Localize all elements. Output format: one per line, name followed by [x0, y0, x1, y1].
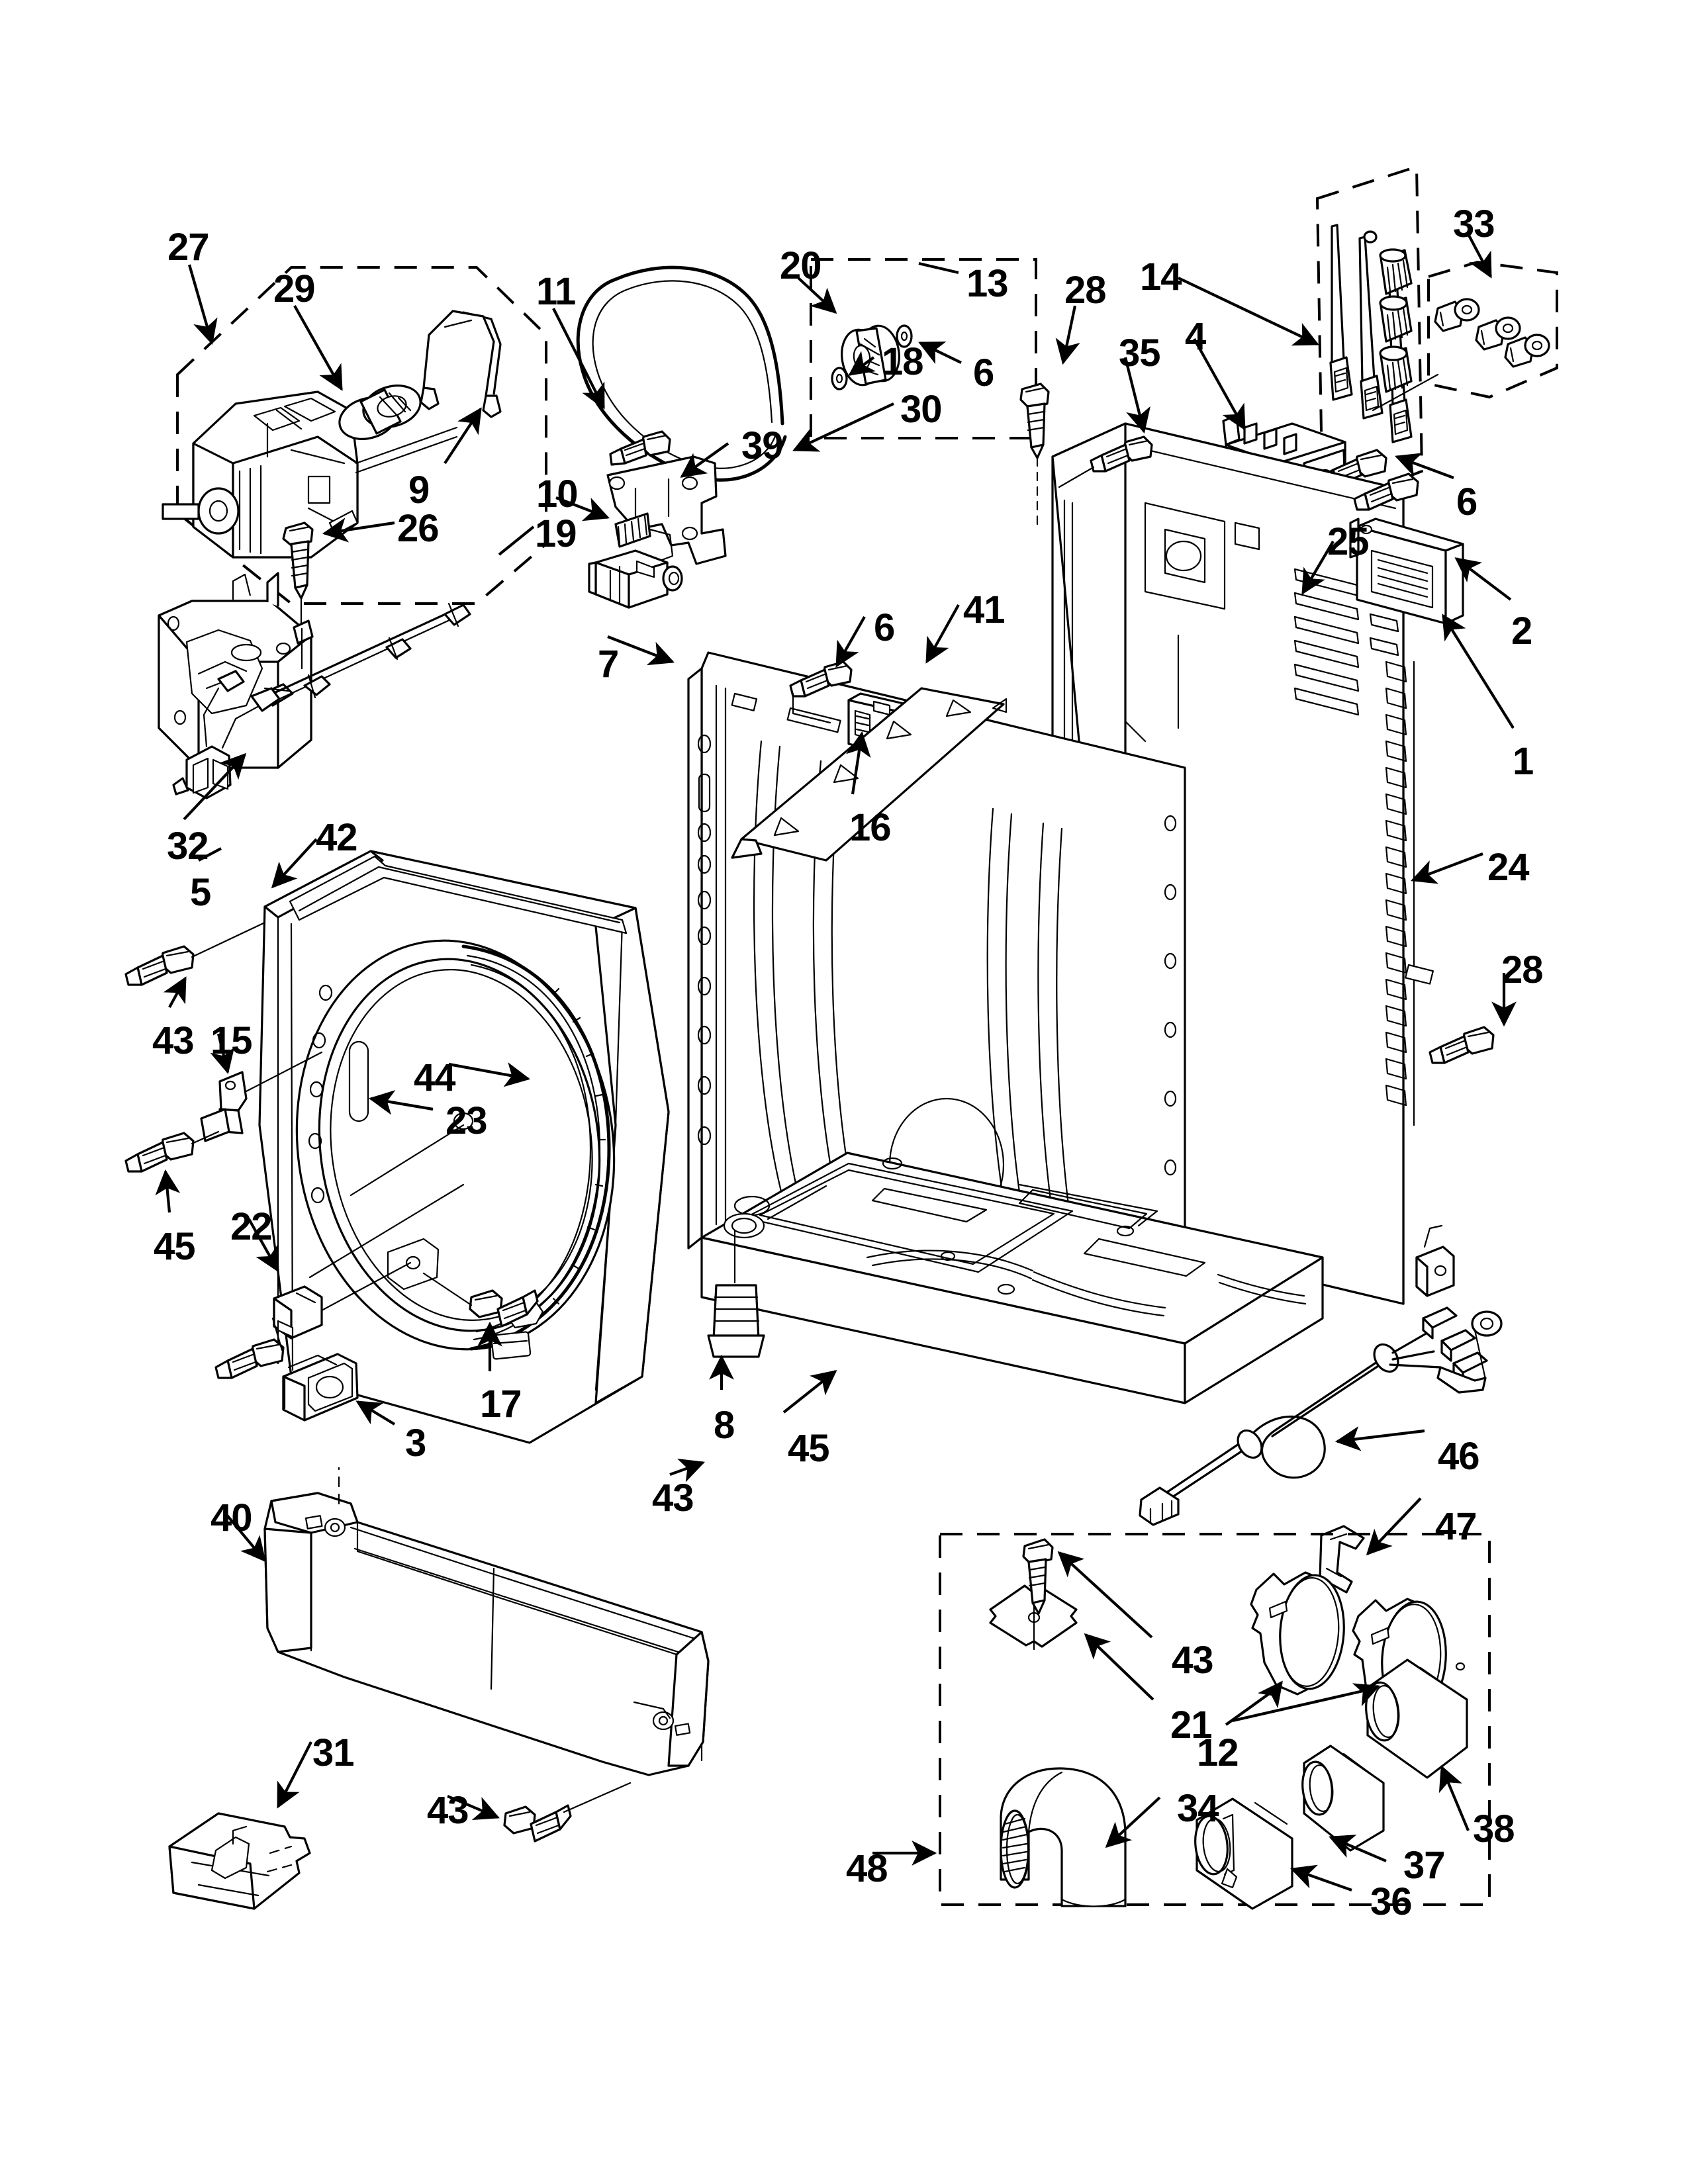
callout-12: 12 [1197, 1731, 1239, 1774]
callout-31: 31 [312, 1731, 355, 1774]
callout-25: 25 [1327, 520, 1370, 563]
cabinet-screw-28 [1429, 1026, 1495, 1064]
callout-45-b: 45 [788, 1427, 830, 1470]
door-switch [588, 549, 683, 609]
callout-18: 18 [882, 340, 924, 383]
exhaust-cover-screw [1022, 1538, 1054, 1615]
callout-24: 24 [1487, 846, 1530, 889]
callout-16: 16 [849, 806, 892, 849]
lower-panel-screw [503, 1782, 632, 1843]
cabinet-base [700, 1152, 1324, 1404]
callout-6-b: 6 [1456, 480, 1477, 523]
callout-7: 7 [598, 643, 619, 686]
door-strike-bracket [168, 1812, 311, 1910]
cabinet-top-fasteners [1019, 383, 1153, 528]
rear-bracket [1415, 1224, 1455, 1297]
callout-22: 22 [230, 1205, 273, 1248]
door-catch-22 [273, 1261, 412, 1340]
callout-36: 36 [1370, 1880, 1413, 1923]
callout-10: 10 [536, 473, 579, 516]
callout-39: 39 [741, 424, 784, 467]
callout-43-d: 43 [427, 1789, 469, 1832]
callout-47: 47 [1435, 1505, 1477, 1548]
leveling-leg [707, 1230, 765, 1358]
callout-43-c: 43 [1172, 1639, 1214, 1682]
callout-3: 3 [405, 1422, 426, 1465]
leader-lines [155, 231, 1517, 1891]
callout-2: 2 [1511, 610, 1532, 653]
callout-13: 13 [966, 262, 1009, 305]
callout-40: 40 [211, 1496, 253, 1539]
motor-pulley [338, 385, 422, 440]
drive-motor [162, 390, 359, 559]
callout-37: 37 [1403, 1844, 1446, 1887]
callout-4: 4 [1185, 315, 1206, 358]
callout-30: 30 [900, 388, 943, 431]
power-cord [1139, 1306, 1503, 1526]
motor-clamp-bracket [420, 310, 502, 418]
callout-45-a: 45 [154, 1225, 196, 1268]
idler-bracket-screw [609, 430, 671, 466]
callout-9: 9 [408, 469, 430, 512]
callout-35: 35 [1119, 332, 1161, 375]
callout-6-c: 6 [874, 606, 895, 649]
callout-43-b: 43 [652, 1477, 694, 1520]
front-panel [258, 850, 670, 1444]
screw-28-top [1019, 383, 1050, 528]
callout-19: 19 [535, 512, 577, 555]
drive-belt [576, 265, 787, 482]
idler-pulley-group-dashed-box [810, 258, 1037, 439]
vent-kit-group-dashed-box [939, 1533, 1491, 1906]
callout-6-a: 6 [973, 351, 994, 394]
callout-23: 23 [445, 1099, 488, 1142]
idler-spring [614, 512, 674, 561]
callout-28-top: 28 [1064, 269, 1107, 312]
callout-27: 27 [167, 226, 210, 269]
door-strike-plate [282, 1353, 359, 1422]
callout-48: 48 [846, 1847, 888, 1890]
callout-32: 32 [167, 825, 209, 868]
callout-5: 5 [190, 871, 211, 914]
callout-42: 42 [316, 816, 358, 859]
callout-34: 34 [1177, 1787, 1219, 1830]
wire-leads-and-nuts [1329, 224, 1413, 443]
vent-plug-cap-a [1250, 1571, 1345, 1696]
screw-35-top [1058, 435, 1153, 488]
front-panel-screw-43 [124, 921, 266, 986]
callout-41: 41 [963, 588, 1006, 631]
terminal-screws [1372, 298, 1550, 412]
callout-33: 33 [1453, 203, 1495, 246]
callout-11: 11 [536, 270, 576, 313]
exhaust-louver-column [1385, 660, 1407, 1107]
callout-38: 38 [1473, 1807, 1515, 1850]
front-panel-screw-17 [422, 1272, 539, 1328]
callout-46: 46 [1438, 1435, 1480, 1478]
callout-28-right: 28 [1501, 948, 1544, 991]
callout-17: 17 [480, 1383, 522, 1426]
front-panel-screw-45 [124, 1130, 220, 1173]
duct-coupler [1301, 1745, 1385, 1852]
callout-43-a: 43 [152, 1019, 195, 1062]
callout-20: 20 [780, 244, 822, 287]
wire-harness-with-clips [250, 602, 471, 712]
hinge-catch-15 [200, 1051, 323, 1142]
duct-extension-tube [1365, 1659, 1468, 1779]
lower-access-panel [263, 1467, 710, 1776]
callout-8: 8 [714, 1404, 735, 1447]
callout-1: 1 [1513, 740, 1534, 783]
exhaust-elbow-duct [1000, 1767, 1127, 1907]
callout-29: 29 [273, 267, 316, 310]
callout-14: 14 [1140, 255, 1182, 298]
callout-26: 26 [397, 507, 440, 550]
callout-44: 44 [414, 1056, 456, 1099]
front-panel-screw-45b [214, 1317, 285, 1379]
grille-screw [1353, 473, 1419, 511]
callout-21: 21 [1170, 1704, 1213, 1747]
callout-15: 15 [211, 1019, 253, 1062]
